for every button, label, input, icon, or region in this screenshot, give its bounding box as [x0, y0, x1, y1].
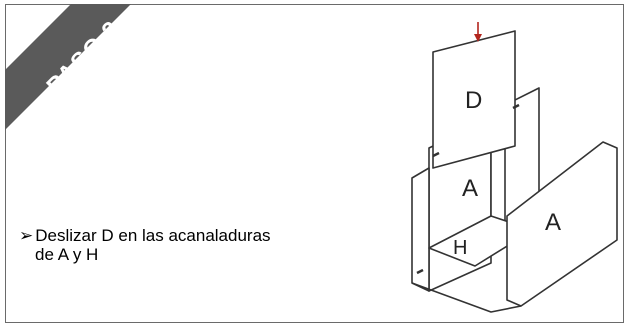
assembly-diagram: D A A H [411, 22, 618, 313]
slot-mark-1 [432, 151, 440, 158]
label-a-back: A [462, 175, 478, 202]
base-edge [411, 282, 522, 313]
down-arrow-icon [474, 22, 482, 42]
panel-left-edge [411, 167, 430, 292]
instruction-text: ➢Deslizar D en las acanaladuras de A y H [19, 226, 349, 264]
panel-a-front [506, 141, 618, 307]
instruction-line-2: de A y H [35, 245, 99, 264]
instruction-line-1: Deslizar D en las acanaladuras [35, 226, 271, 245]
label-a-front: A [545, 209, 561, 236]
slot-mark-3 [416, 268, 424, 275]
slot-mark-2 [512, 103, 520, 110]
panel-d [432, 30, 516, 169]
bullet-arrow-icon: ➢ [19, 226, 34, 245]
label-h: H [453, 237, 467, 259]
label-d: D [465, 87, 482, 114]
